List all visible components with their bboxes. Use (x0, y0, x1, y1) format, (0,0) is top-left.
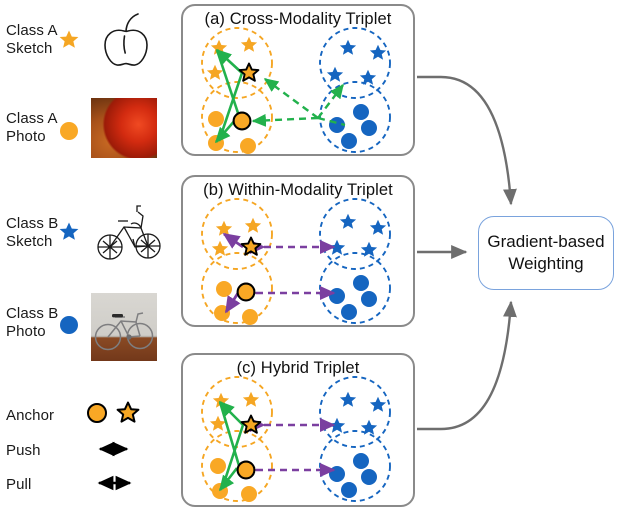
class-a-photo-thumbnail (91, 98, 157, 158)
push-edge-green (251, 113, 319, 127)
legend-label-class-b-sketch: Class B Sketch (6, 215, 59, 250)
legend-marker-class-b-sketch (59, 222, 79, 240)
point-orange-star (215, 220, 233, 236)
cluster-orange-photo-a (201, 81, 273, 153)
legend-label-class-a-sketch: Class A Sketch (6, 22, 58, 57)
legend-marker-class-a-sketch (59, 30, 79, 48)
panel-b-content (201, 198, 391, 325)
panel-a-title: (a) Cross-Modality Triplet (204, 10, 392, 28)
point-blue-star (369, 396, 387, 412)
flow-arrow-panel-c-to-weighting (417, 300, 517, 431)
panel-b-title: (b) Within-Modality Triplet (203, 181, 393, 199)
point-orange-circle (212, 483, 228, 499)
point-blue-circle (361, 469, 377, 485)
anchor-star-c (240, 414, 262, 434)
point-orange-circle (210, 458, 226, 474)
pull-edge-green (218, 400, 244, 426)
panel-c-title: (c) Hybrid Triplet (236, 359, 360, 377)
cluster-orange-sketch-b (201, 198, 273, 270)
anchor-star-a (238, 62, 260, 82)
cluster-orange-photo-b (201, 252, 273, 324)
cluster-orange-sketch-a (201, 27, 273, 99)
legend-label-class-b-photo: Class B Photo (6, 305, 59, 340)
panel-c-content (201, 376, 391, 502)
point-blue-star (369, 44, 387, 60)
point-orange-circle (216, 281, 232, 297)
gradient-based-weighting-box[interactable]: Gradient-based Weighting (478, 216, 614, 290)
point-orange-circle (208, 111, 224, 127)
class-b-photo-thumbnail (91, 293, 157, 361)
anchor-star-b (240, 236, 262, 256)
legend-label-class-a-photo: Class A Photo (6, 110, 58, 145)
point-blue-star (328, 239, 346, 255)
point-blue-circle (341, 304, 357, 320)
point-blue-circle (329, 466, 345, 482)
point-blue-star (328, 417, 346, 433)
point-blue-star (339, 391, 357, 407)
anchor-circle-c (236, 460, 256, 480)
apple-sketch-icon (104, 13, 148, 66)
point-blue-circle (353, 275, 369, 291)
panel-a-content (201, 27, 391, 154)
pull-edge-green (220, 424, 245, 490)
point-blue-star (369, 219, 387, 235)
point-orange-star (206, 64, 224, 80)
point-orange-circle (240, 138, 256, 154)
pull-edge-green (215, 48, 243, 74)
point-orange-star (240, 36, 258, 52)
pull-edge-green (215, 49, 242, 120)
pull-edge-green (218, 401, 242, 470)
point-orange-star (242, 391, 260, 407)
gradient-based-weighting-label: Gradient-based Weighting (487, 232, 605, 273)
legend-label-anchor: Anchor (6, 407, 55, 424)
point-blue-circle (361, 291, 377, 307)
push-edge-green (263, 78, 319, 119)
point-blue-circle (341, 133, 357, 149)
pull-edge-green (217, 72, 244, 142)
anchor-circle-b (236, 282, 256, 302)
cluster-orange-sketch-c (201, 376, 273, 448)
legend-label-push: Push (6, 442, 41, 459)
push-edge-green (317, 116, 346, 127)
anchor-circle-and-star-icon (87, 401, 140, 423)
anchor-circle-a (232, 111, 252, 131)
legend-label-pull: Pull (6, 476, 32, 493)
bicycle-sketch-icon (97, 205, 161, 260)
point-orange-star (211, 240, 229, 256)
point-blue-circle (341, 482, 357, 498)
point-orange-circle (241, 486, 257, 502)
cluster-blue-sketch-a (319, 27, 391, 99)
cluster-blue-sketch-c (319, 376, 391, 448)
point-blue-star (339, 213, 357, 229)
point-blue-circle (329, 288, 345, 304)
legend-marker-class-a-photo (60, 122, 78, 140)
pull-edge-purple (222, 232, 244, 249)
flow-arrow-panel-a-to-weighting (417, 75, 517, 206)
cluster-blue-sketch-b (319, 198, 391, 270)
point-blue-circle (353, 453, 369, 469)
point-orange-circle (242, 309, 258, 325)
point-blue-star (326, 66, 344, 82)
point-blue-circle (353, 104, 369, 120)
push-edge-green (317, 83, 344, 119)
point-blue-circle (361, 120, 377, 136)
point-orange-star (244, 217, 262, 233)
point-blue-star (339, 39, 357, 55)
legend-marker-class-b-photo (60, 316, 78, 334)
pull-edge-purple (224, 292, 241, 314)
